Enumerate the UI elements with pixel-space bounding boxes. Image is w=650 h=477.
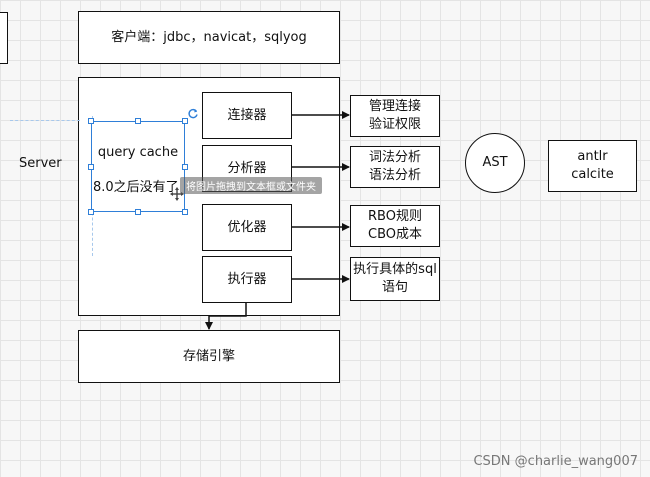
connector-desc-box[interactable]: 管理连接 验证权限 (350, 95, 440, 137)
resize-handle-top-right[interactable] (182, 118, 188, 124)
optimizer-label: 优化器 (227, 219, 267, 235)
storage-engine-box[interactable]: 存储引擎 (78, 330, 340, 383)
resize-handle-bottom-left[interactable] (88, 209, 94, 215)
query-cache-line2: 8.0之后没有了 (93, 180, 179, 195)
analyzer-desc-box[interactable]: 词法分析 语法分析 (350, 146, 440, 188)
resize-handle-left[interactable] (88, 164, 94, 170)
offscreen-box (0, 12, 8, 64)
alignment-guide (10, 120, 80, 121)
analyzer-label: 分析器 (227, 160, 267, 176)
rotate-icon[interactable] (187, 105, 199, 119)
resize-handle-bottom[interactable] (135, 209, 141, 215)
executor-box[interactable]: 执行器 (202, 256, 292, 303)
drag-tooltip: 将图片拖拽到文本框或文件夹 (180, 177, 322, 194)
resize-handle-right[interactable] (182, 164, 188, 170)
optimizer-desc: RBO规则 CBO成本 (368, 209, 422, 242)
connector-desc: 管理连接 验证权限 (368, 99, 421, 132)
parser-tools-box[interactable]: antlr calcite (548, 140, 637, 192)
resize-handle-top-left[interactable] (88, 118, 94, 124)
server-label: Server (19, 156, 62, 171)
query-cache-line1: query cache (97, 145, 179, 160)
connector-box[interactable]: 连接器 (202, 92, 292, 139)
ast-circle[interactable]: AST (465, 133, 525, 193)
watermark: CSDN @charlie_wang007 (473, 454, 638, 469)
client-box-label: 客户端：jdbc，navicat，sqlyog (111, 29, 307, 45)
arrow-to-storage (205, 303, 247, 330)
move-icon (170, 186, 184, 201)
executor-desc-box[interactable]: 执行具体的sql 语句 (350, 257, 440, 301)
analyzer-desc: 词法分析 语法分析 (368, 150, 421, 183)
parser-tools-label: antlr calcite (571, 149, 614, 182)
optimizer-box[interactable]: 优化器 (202, 204, 292, 251)
storage-engine-label: 存储引擎 (182, 348, 235, 364)
resize-handle-top[interactable] (135, 118, 141, 124)
executor-label: 执行器 (227, 271, 267, 287)
executor-desc: 执行具体的sql 语句 (353, 262, 437, 295)
client-box[interactable]: 客户端：jdbc，navicat，sqlyog (78, 11, 340, 64)
resize-handle-bottom-right[interactable] (182, 209, 188, 215)
connector-label: 连接器 (227, 107, 267, 123)
optimizer-desc-box[interactable]: RBO规则 CBO成本 (350, 205, 440, 247)
ast-label: AST (482, 155, 508, 171)
